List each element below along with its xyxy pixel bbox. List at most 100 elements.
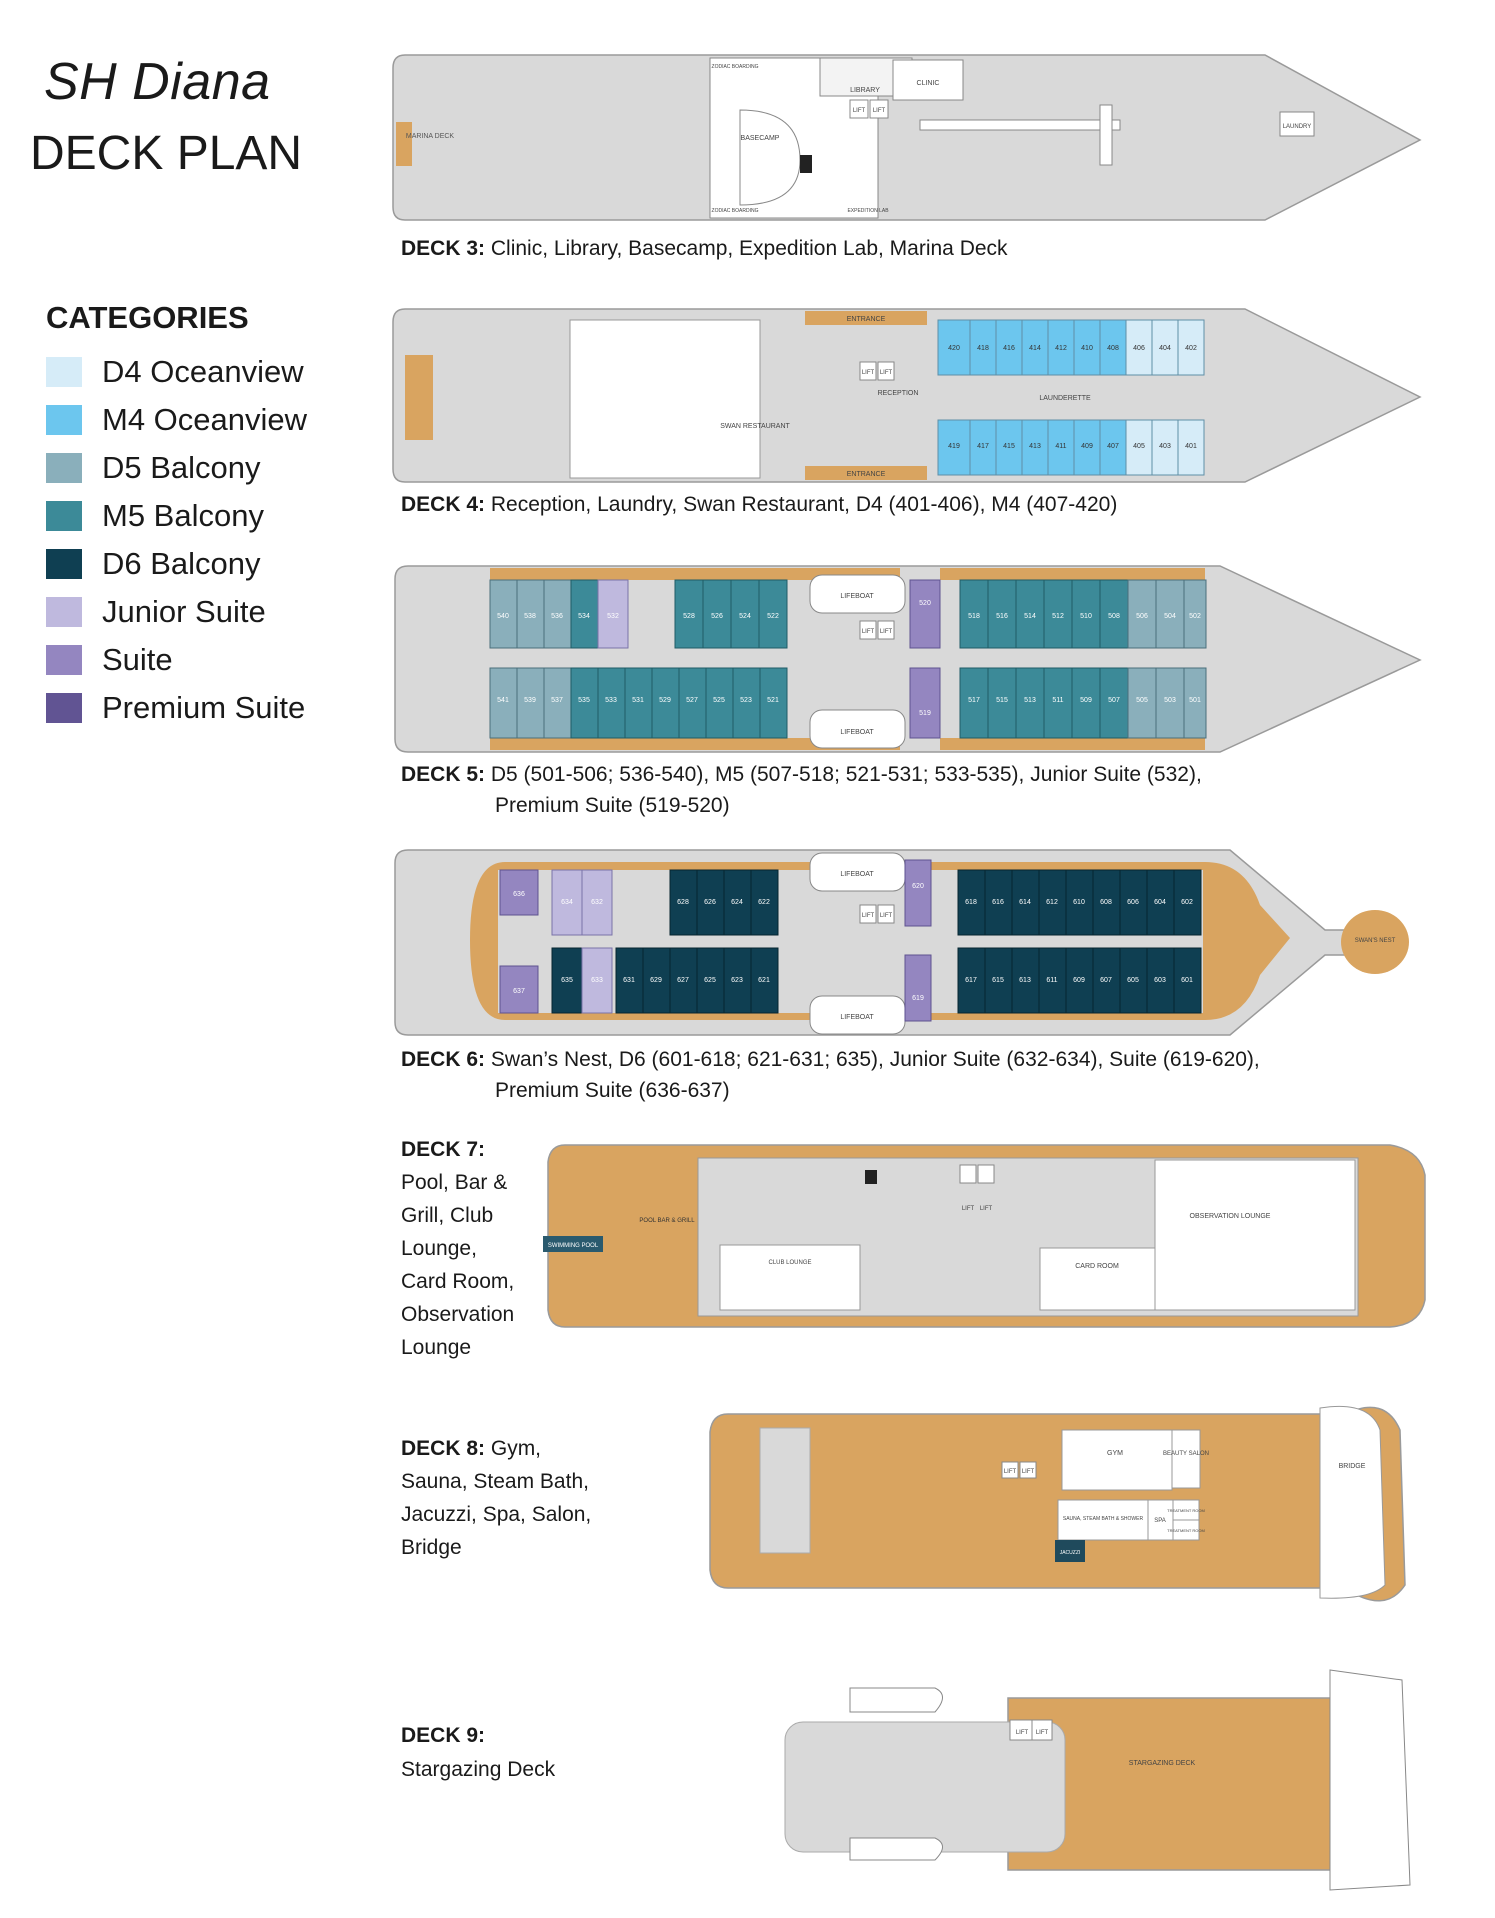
cabin-number: 637 bbox=[513, 988, 525, 995]
cabin-609[interactable] bbox=[1065, 947, 1094, 1014]
cabin-533[interactable] bbox=[597, 667, 626, 739]
cabin-604[interactable] bbox=[1146, 869, 1175, 936]
cabin-516[interactable] bbox=[987, 579, 1017, 649]
cabin-624[interactable] bbox=[723, 869, 752, 936]
suite-519[interactable] bbox=[909, 667, 941, 739]
cabin-617[interactable] bbox=[957, 947, 986, 1014]
cabin-525[interactable] bbox=[705, 667, 734, 739]
lifeboat-label: LIFEBOAT bbox=[840, 593, 874, 600]
cabin-622[interactable] bbox=[750, 869, 779, 936]
cabin-408[interactable] bbox=[1099, 319, 1127, 376]
cabin-406[interactable] bbox=[1125, 319, 1153, 376]
cabin-615[interactable] bbox=[984, 947, 1013, 1014]
cabin-524[interactable] bbox=[730, 579, 760, 649]
cabin-539[interactable] bbox=[516, 667, 545, 739]
cabin-503[interactable] bbox=[1155, 667, 1185, 739]
suite-619[interactable] bbox=[904, 954, 932, 1022]
cabin-number: 610 bbox=[1073, 899, 1085, 906]
cabin-541[interactable] bbox=[489, 667, 518, 739]
cabin-531[interactable] bbox=[624, 667, 653, 739]
cabin-528[interactable] bbox=[674, 579, 704, 649]
cabin-512[interactable] bbox=[1043, 579, 1073, 649]
cabin-607[interactable] bbox=[1092, 947, 1121, 1014]
cabin-606[interactable] bbox=[1119, 869, 1148, 936]
legend-label: D6 Balcony bbox=[102, 546, 261, 581]
cabin-627[interactable] bbox=[669, 947, 698, 1014]
cabin-number: 501 bbox=[1189, 697, 1201, 704]
cabin-526[interactable] bbox=[702, 579, 732, 649]
cabin-633[interactable] bbox=[581, 947, 613, 1014]
cabin-number: 404 bbox=[1159, 345, 1171, 352]
cabin-501[interactable] bbox=[1183, 667, 1207, 739]
cabin-611[interactable] bbox=[1038, 947, 1067, 1014]
cabin-537[interactable] bbox=[543, 667, 572, 739]
cabin-608[interactable] bbox=[1092, 869, 1121, 936]
cabin-401[interactable] bbox=[1177, 419, 1205, 476]
cabin-number: 524 bbox=[739, 613, 751, 620]
cabin-504[interactable] bbox=[1155, 579, 1185, 649]
cabin-402[interactable] bbox=[1177, 319, 1205, 376]
cabin-513[interactable] bbox=[1015, 667, 1045, 739]
cabin-518[interactable] bbox=[959, 579, 989, 649]
cabin-420[interactable] bbox=[937, 319, 971, 376]
cabin-601[interactable] bbox=[1173, 947, 1202, 1014]
cabin-532[interactable] bbox=[597, 579, 629, 649]
deck5-aft-top-cabins: 540 538 536 534 532 bbox=[489, 579, 629, 649]
cabin-535[interactable] bbox=[570, 667, 599, 739]
cabin-629[interactable] bbox=[642, 947, 671, 1014]
cabin-413[interactable] bbox=[1021, 419, 1049, 476]
cabin-417[interactable] bbox=[969, 419, 997, 476]
deck4-plan: SWAN RESTAURANT ENTRANCE ENTRANCE LIFT L… bbox=[392, 308, 1422, 483]
cabin-605[interactable] bbox=[1119, 947, 1148, 1014]
cabin-610[interactable] bbox=[1065, 869, 1094, 936]
deck6-plan: SWAN'S NEST LIFEBOAT LIFEBOAT LIFT LIFT … bbox=[394, 849, 1409, 1036]
cabin-602[interactable] bbox=[1173, 869, 1202, 936]
cabin-number: 419 bbox=[948, 443, 960, 450]
cabin-637[interactable] bbox=[499, 965, 539, 1014]
treatment-room-label: TREATMENT ROOM bbox=[1167, 1528, 1205, 1533]
cabin-number: 420 bbox=[948, 345, 960, 352]
jacuzzi-label: JACUZZI bbox=[1060, 1550, 1081, 1556]
cabin-635[interactable] bbox=[551, 947, 583, 1014]
cabin-411[interactable] bbox=[1047, 419, 1075, 476]
cabin-536[interactable] bbox=[543, 579, 572, 649]
lift-label: LIFT bbox=[980, 1206, 993, 1212]
cabin-616[interactable] bbox=[984, 869, 1013, 936]
cabin-632[interactable] bbox=[581, 869, 613, 936]
cabin-number: 628 bbox=[677, 899, 689, 906]
cabin-508[interactable] bbox=[1099, 579, 1129, 649]
cabin-636[interactable] bbox=[499, 869, 539, 916]
cabin-634[interactable] bbox=[551, 869, 583, 936]
cabin-415[interactable] bbox=[995, 419, 1023, 476]
cabin-509[interactable] bbox=[1071, 667, 1101, 739]
deck8-desc-line: Jacuzzi, Spa, Salon, bbox=[401, 1503, 592, 1526]
cabin-515[interactable] bbox=[987, 667, 1017, 739]
deck5-desc: D5 (501-506; 536-540), M5 (507-518; 521-… bbox=[490, 763, 1202, 786]
cabin-510[interactable] bbox=[1071, 579, 1101, 649]
cabin-522[interactable] bbox=[758, 579, 788, 649]
cabin-529[interactable] bbox=[651, 667, 680, 739]
cabin-507[interactable] bbox=[1099, 667, 1129, 739]
cabin-625[interactable] bbox=[696, 947, 725, 1014]
cabin-number: 632 bbox=[591, 899, 603, 906]
cabin-628[interactable] bbox=[669, 869, 698, 936]
cabin-410[interactable] bbox=[1073, 319, 1101, 376]
cabin-534[interactable] bbox=[570, 579, 599, 649]
cabin-631[interactable] bbox=[615, 947, 644, 1014]
cabin-405[interactable] bbox=[1125, 419, 1153, 476]
cabin-404[interactable] bbox=[1151, 319, 1179, 376]
cabin-540[interactable] bbox=[489, 579, 518, 649]
suite-520[interactable] bbox=[909, 579, 941, 649]
cabin-505[interactable] bbox=[1127, 667, 1157, 739]
cabin-number: 531 bbox=[632, 697, 644, 704]
cabin-517[interactable] bbox=[959, 667, 989, 739]
cabin-506[interactable] bbox=[1127, 579, 1157, 649]
suite-620[interactable] bbox=[904, 859, 932, 927]
cabin-521[interactable] bbox=[759, 667, 788, 739]
cabin-538[interactable] bbox=[516, 579, 545, 649]
cabin-403[interactable] bbox=[1151, 419, 1179, 476]
cabin-502[interactable] bbox=[1183, 579, 1207, 649]
cabin-409[interactable] bbox=[1073, 419, 1101, 476]
cabin-621[interactable] bbox=[750, 947, 779, 1014]
cabin-419[interactable] bbox=[937, 419, 971, 476]
